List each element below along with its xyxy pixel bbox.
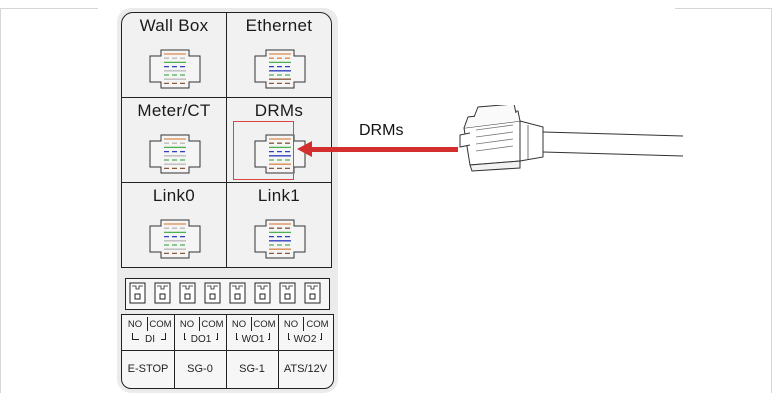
port-outline <box>254 134 306 174</box>
terminal-glyph <box>254 282 271 304</box>
port-label-meter-ct: Meter/CT <box>137 101 211 120</box>
inverter-port-panel: Wall Box Ethernet Meter/CT DRMs Link0 Li… <box>117 8 338 393</box>
port-label-ethernet: Ethernet <box>245 16 313 35</box>
port-cell-drms: DRMs <box>227 98 331 182</box>
group-label-wo2: WO2 <box>290 334 320 345</box>
function-label-sg-0: SG-0 <box>187 363 213 375</box>
rj45-port-icon <box>149 49 201 89</box>
rj45-port-icon <box>149 134 201 174</box>
terminal-glyph <box>204 282 221 304</box>
io-pin-row: NO COM NO COM NO COM NO COM DI DO1 WO1 W… <box>122 315 333 350</box>
pin-separator <box>199 317 200 331</box>
pin-label-com: COM <box>149 319 172 330</box>
column-separator <box>226 315 227 388</box>
terminal-glyph <box>129 282 146 304</box>
port-outline <box>149 49 201 89</box>
pin-label-no: NO <box>179 319 195 330</box>
pin-label-no: NO <box>283 319 299 330</box>
terminal-icon <box>304 282 321 304</box>
pin-label-no: NO <box>127 319 143 330</box>
function-label-e-stop: E-STOP <box>127 363 169 375</box>
port-outline <box>149 134 201 174</box>
rj45-port-icon <box>254 219 306 259</box>
terminal-icon <box>254 282 271 304</box>
terminal-icon <box>179 282 196 304</box>
port-outline <box>254 49 306 89</box>
group-label-di: DI <box>139 334 161 345</box>
pin-label-com: COM <box>201 319 224 330</box>
rj45-port-icon <box>254 49 306 89</box>
terminal-glyph <box>229 282 246 304</box>
port-label-link1: Link1 <box>257 186 301 205</box>
column-separator <box>174 315 175 388</box>
terminal-icon <box>204 282 221 304</box>
grid-divider-vertical <box>226 13 227 267</box>
terminal-block <box>125 278 330 310</box>
port-cell-wall-box: Wall Box <box>122 13 226 97</box>
port-outline <box>254 219 306 259</box>
port-label-link0: Link0 <box>152 186 196 205</box>
port-label-wall-box: Wall Box <box>139 16 209 35</box>
pin-separator <box>251 317 252 331</box>
frame-top-right <box>675 8 772 9</box>
callout-label: DRMs <box>359 122 404 139</box>
pin-label-com: COM <box>253 319 276 330</box>
port-cell-ethernet: Ethernet <box>227 13 331 97</box>
port-cell-link0: Link0 <box>122 183 226 267</box>
connection-arrow <box>311 147 458 152</box>
port-label-drms: DRMs <box>254 101 304 120</box>
terminal-icon <box>229 282 246 304</box>
function-label-sg-1: SG-1 <box>239 363 265 375</box>
pin-separator <box>303 317 304 331</box>
port-outline <box>149 219 201 259</box>
port-cell-link1: Link1 <box>227 183 331 267</box>
group-label-wo1: WO1 <box>238 334 268 345</box>
drms-port-highlight <box>233 121 294 180</box>
rj45-port-icon <box>149 219 201 259</box>
arrow-head-icon <box>297 141 312 157</box>
function-label-ats-12v: ATS/12V <box>283 363 328 375</box>
terminal-glyph <box>179 282 196 304</box>
rj45-plug-icon <box>459 105 683 172</box>
grid-divider-row2 <box>122 182 331 183</box>
group-label-do1: DO1 <box>186 334 216 345</box>
pin-label-com: COM <box>306 319 329 330</box>
io-function-row: E-STOP SG-0 SG-1 ATS/12V <box>122 350 333 389</box>
column-separator <box>278 315 279 388</box>
terminal-icon <box>129 282 146 304</box>
port-cell-meter-ct: Meter/CT <box>122 98 226 182</box>
terminal-icon <box>279 282 296 304</box>
terminal-glyph <box>154 282 171 304</box>
frame-left <box>0 8 1 393</box>
pin-separator <box>147 317 148 331</box>
rj45-port-icon <box>254 134 306 174</box>
terminal-icon <box>154 282 171 304</box>
io-label-table: NO COM NO COM NO COM NO COM DI DO1 WO1 W… <box>121 314 334 389</box>
port-grid: Wall Box Ethernet Meter/CT DRMs Link0 Li… <box>121 12 332 268</box>
pin-label-no: NO <box>231 319 247 330</box>
grid-divider-row1 <box>122 97 331 98</box>
frame-top-left <box>0 8 98 9</box>
terminal-glyph <box>279 282 296 304</box>
terminal-glyph <box>304 282 321 304</box>
